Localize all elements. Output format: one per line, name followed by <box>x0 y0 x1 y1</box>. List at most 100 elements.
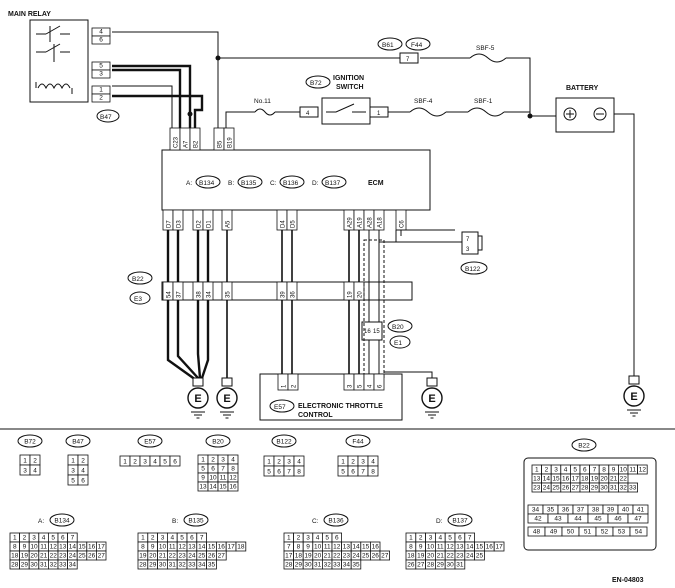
connector-cell: 21 <box>434 550 446 561</box>
connector-cell: 28 <box>137 559 149 570</box>
connector-cell: 29 <box>293 559 304 570</box>
ground-icon: E <box>216 377 238 419</box>
pin-number: 6 <box>583 467 587 474</box>
pin-number: 7 <box>200 535 204 542</box>
connector-cell: 43 <box>547 513 569 524</box>
connector-cell: 8 <box>137 541 149 552</box>
face-tag-label: B22 <box>578 443 590 450</box>
relay-pin: 6 <box>91 35 111 45</box>
pin-number: 6 <box>61 535 65 542</box>
pin-number: 11 <box>40 544 47 551</box>
pin-number: 2 <box>277 459 281 466</box>
pin-number: 19 <box>139 553 147 560</box>
pin-number: 5 <box>51 535 55 542</box>
pin-number: 4 <box>371 459 375 466</box>
connector-cell: 29 <box>589 482 600 493</box>
connector-b72-label: B72 <box>310 80 322 87</box>
ecm-label: ECM <box>368 180 384 187</box>
connector-cell: 1 <box>197 454 209 465</box>
connector-cell: 14 <box>207 481 219 492</box>
pin-number: 28 <box>11 562 19 569</box>
connector-cell: 53 <box>612 526 631 537</box>
pin-number: 31 <box>40 562 48 569</box>
pin-number: 6 <box>458 535 462 542</box>
pin-number: 42 <box>534 516 542 523</box>
connector-cell: 27 <box>415 559 426 570</box>
pin-number: 30 <box>30 562 38 569</box>
pin-number: 10 <box>620 467 628 474</box>
pin-number: 13 <box>199 484 207 491</box>
pin-number: D2 <box>197 220 203 228</box>
pin-number: C6 <box>400 220 406 228</box>
pin-number: 38 <box>197 291 203 298</box>
connector-cell: 25 <box>474 550 485 561</box>
connector-cell: 25 <box>196 550 208 561</box>
connector-cell: 13 <box>57 541 69 552</box>
pin-number: 12 <box>178 544 186 551</box>
connector-cell: 3 <box>19 464 31 476</box>
pin-number: 9 <box>23 544 27 551</box>
pin-number: 45 <box>594 516 602 523</box>
connector-cell: 26 <box>405 559 417 570</box>
connector-cell: 32 <box>48 559 59 570</box>
pin-number: 22 <box>446 553 454 560</box>
ecm-top-pin: A7 <box>179 127 191 151</box>
connector-cell: 7 <box>464 532 475 543</box>
connector-cell: 18 <box>293 550 304 561</box>
svg-text:7: 7 <box>466 237 470 243</box>
ecm-bottom-pin: A5 <box>221 209 233 231</box>
connector-cell: 49 <box>544 526 563 537</box>
pin-number: 30 <box>304 562 312 569</box>
pin-number: 8 <box>371 469 375 476</box>
pin-number: 5 <box>573 467 577 474</box>
pin-number: 19 <box>21 553 29 560</box>
face-tag-label: B20 <box>212 439 224 446</box>
connector-cell: 27 <box>570 482 581 493</box>
figure-id: EN-04803 <box>612 577 644 584</box>
fuse-sbf1-label: SBF-1 <box>474 98 493 105</box>
connector-cell: 18 <box>235 541 247 552</box>
pin-number: 39 <box>607 507 615 514</box>
pin-number: 19 <box>348 291 354 298</box>
pin-number: 33 <box>59 562 67 569</box>
pin-number: 11 <box>220 475 227 482</box>
connector-cell: 15 <box>474 541 485 552</box>
pin-number: 6 <box>99 37 103 44</box>
connector-cell: 4 <box>166 532 178 543</box>
pin-number: 4 <box>42 535 46 542</box>
ground-label: E <box>428 393 435 405</box>
ecm-bottom-pin: A28 <box>363 209 375 231</box>
pin-number: 2 <box>351 459 355 466</box>
connector-cell: 13 <box>454 541 466 552</box>
pin-number: 2 <box>292 384 298 388</box>
e57-pin: 6 <box>373 373 385 391</box>
pin-number: 12 <box>50 544 58 551</box>
pin-number: 21 <box>437 553 445 560</box>
pin-number: 1 <box>123 459 127 466</box>
pin-number: 26 <box>208 553 216 560</box>
connector-cell: 20 <box>147 550 159 561</box>
pin-number: 20 <box>358 291 364 298</box>
connector-cell: 1 <box>531 464 543 475</box>
pin-number: 46 <box>614 516 622 523</box>
connector-cell: 2 <box>207 454 219 465</box>
pin-number: 5 <box>201 466 205 473</box>
connector-cell: 3 <box>425 532 436 543</box>
pin-number: 19 <box>417 553 425 560</box>
pin-number: 5 <box>448 535 452 542</box>
pin-number: 29 <box>149 562 157 569</box>
connector-cell: 26 <box>206 550 217 561</box>
connector-cell: 12 <box>444 541 456 552</box>
pin-number: 3 <box>161 535 165 542</box>
connector-cell: 1 <box>405 532 417 543</box>
ground-icon: E <box>187 377 209 419</box>
connector-cell: 48 <box>527 526 546 537</box>
connector-cell: 8 <box>367 465 379 477</box>
connector-cell: 8 <box>227 463 239 474</box>
pin-number: 3 <box>348 384 354 388</box>
